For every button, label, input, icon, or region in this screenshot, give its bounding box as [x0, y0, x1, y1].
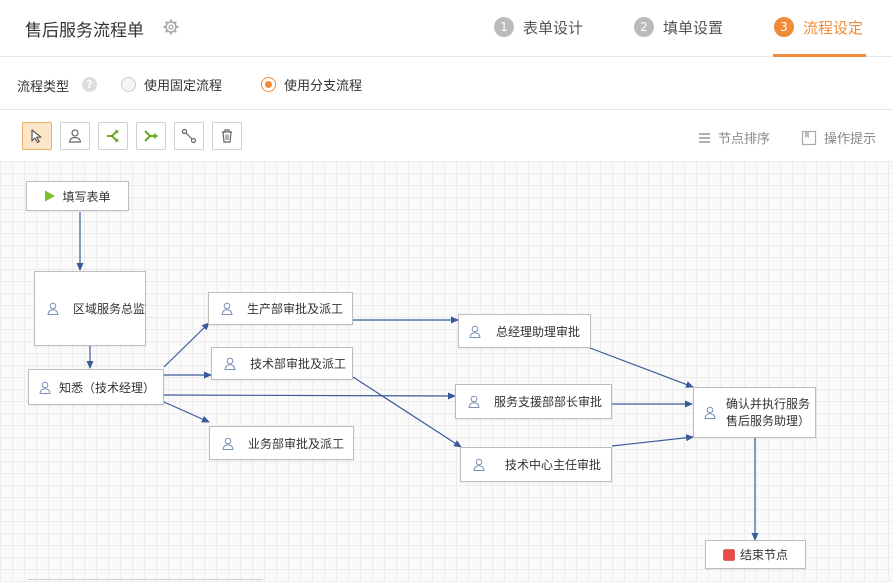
add-branch-button[interactable] [98, 122, 128, 150]
edge-gm-confirm [589, 347, 694, 388]
node-regional-director[interactable]: 区域服务总监 [34, 271, 146, 346]
stop-icon [723, 548, 735, 561]
help-icon[interactable]: ? [82, 77, 97, 92]
user-icon [222, 437, 234, 450]
user-icon [473, 458, 485, 471]
node-sort-label: 节点排序 [718, 132, 771, 147]
node-sort-button[interactable]: 节点排序 [698, 128, 770, 147]
start-node[interactable]: 填写表单 [26, 181, 129, 211]
flow-edges [76, 212, 759, 541]
edge-techcenter-confirm [611, 434, 694, 447]
radio-fixed-flow[interactable]: 使用固定流程 [121, 75, 222, 94]
node-label: 生产部审批及派工 [247, 302, 344, 316]
radio-branch-flow[interactable]: 使用分支流程 [261, 75, 362, 94]
user-icon [39, 381, 51, 394]
select-tool-button[interactable] [22, 122, 52, 150]
bookmark-icon [801, 130, 817, 145]
tab-fill-settings[interactable]: 2 填单设置 [634, 16, 723, 38]
operation-tips-button[interactable]: 操作提示 [801, 128, 876, 147]
list-icon [699, 132, 710, 143]
header: 售后服务流程单 1 表单设计 2 填单设置 3 流程设定 [0, 0, 893, 57]
radio-label: 使用分支流程 [284, 79, 363, 94]
node-service-support-approval[interactable]: 服务支援部部长审批 [455, 384, 612, 419]
branch-icon [107, 129, 119, 143]
gear-icon[interactable] [163, 19, 179, 35]
node-business-approval[interactable]: 业务部审批及派工 [209, 426, 354, 460]
user-icon [469, 325, 481, 338]
radio-dot [261, 77, 276, 92]
node-label: 服务支援部部长审批 [494, 395, 603, 409]
active-tab-indicator [773, 54, 866, 57]
user-icon [47, 302, 59, 315]
step-label: 填单设置 [663, 18, 724, 37]
node-label: 总经理助理审批 [496, 324, 581, 339]
user-node-icon [68, 129, 82, 143]
step-label: 表单设计 [523, 18, 584, 37]
step-number: 1 [494, 17, 514, 37]
radio-dot [121, 77, 136, 92]
add-user-node-button[interactable] [60, 122, 90, 150]
node-production-approval[interactable]: 生产部审批及派工 [208, 292, 353, 325]
flow-type-label: 流程类型 [17, 80, 70, 95]
connect-icon [181, 128, 197, 144]
edge-technical-techcenter [352, 376, 462, 448]
user-icon [468, 395, 480, 408]
radio-label: 使用固定流程 [144, 79, 223, 94]
step-number: 2 [634, 17, 654, 37]
node-label: 确认并执行服务售后服务助理） [726, 396, 811, 428]
add-merge-button[interactable] [136, 122, 166, 150]
node-label: 知悉（技术经理） [59, 380, 156, 395]
page-title: 售后服务流程单 [25, 21, 144, 41]
step-number: 3 [774, 17, 794, 37]
node-label: 技术中心主任审批 [505, 458, 602, 472]
node-label: 业务部审批及派工 [248, 436, 345, 451]
node-gm-assistant-approval[interactable]: 总经理助理审批 [458, 314, 591, 348]
toolbar: 节点排序 操作提示 [0, 111, 893, 161]
user-icon [221, 302, 233, 315]
node-label: 区域服务总监 [73, 302, 146, 316]
merge-icon [144, 130, 158, 142]
edge-notify-service [163, 392, 456, 400]
flow-type-bar: 流程类型 ? 使用固定流程 使用分支流程 [0, 58, 893, 110]
select-icon [31, 129, 42, 144]
edge-notify-business [163, 401, 210, 423]
user-icon [704, 406, 716, 419]
node-tech-center-approval[interactable]: 技术中心主任审批 [460, 447, 612, 482]
operation-tips-label: 操作提示 [824, 132, 877, 147]
step-label: 流程设定 [803, 18, 864, 37]
node-label: 填写表单 [62, 189, 111, 204]
node-notify-tech-manager[interactable]: 知悉（技术经理） [28, 369, 164, 405]
tab-flow-settings[interactable]: 3 流程设定 [774, 16, 863, 38]
end-node[interactable]: 结束节点 [705, 540, 806, 569]
canvas-scrollbar[interactable] [28, 579, 263, 580]
edge-notify-production [163, 322, 210, 368]
delete-tool-button[interactable] [212, 122, 242, 150]
tab-form-design[interactable]: 1 表单设计 [494, 16, 583, 38]
node-label: 结束节点 [739, 548, 788, 562]
user-icon [224, 357, 236, 370]
connect-tool-button[interactable] [174, 122, 204, 150]
play-icon [45, 190, 56, 202]
node-confirm-execute[interactable]: 确认并执行服务售后服务助理） [693, 387, 816, 438]
delete-icon [222, 129, 232, 143]
node-technical-approval[interactable]: 技术部审批及派工 [211, 347, 353, 380]
node-label: 技术部审批及派工 [250, 357, 347, 371]
flow-canvas[interactable]: 填写表单 区域服务总监 知悉（技术经理） 生产部审批及派工 技术部审批及派工 业… [0, 161, 893, 582]
